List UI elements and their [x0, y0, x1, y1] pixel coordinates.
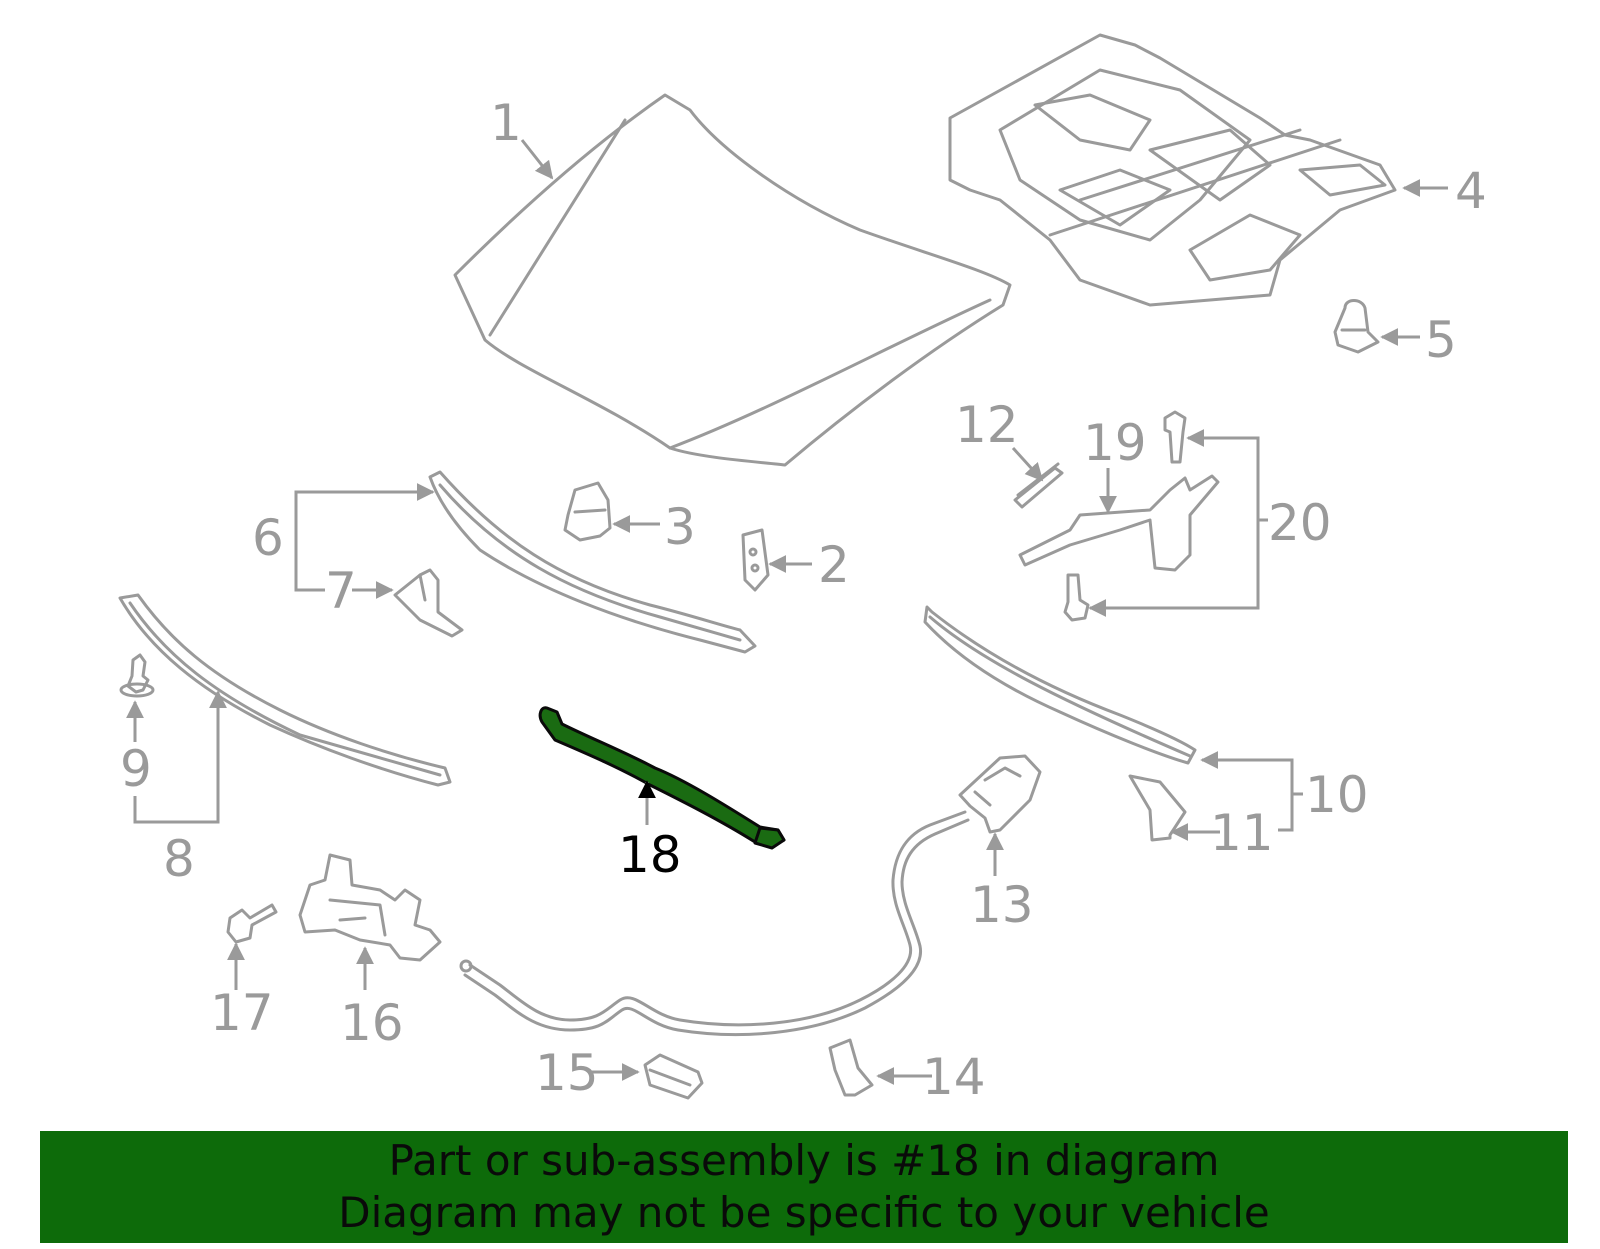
callout-19: 19: [1083, 414, 1147, 472]
callout-9: 9: [120, 740, 152, 798]
part-6-front-seal: [428, 470, 757, 654]
part-10-seal-right: [923, 605, 1197, 765]
callout-8: 8: [163, 830, 195, 888]
part-16-latch: [298, 853, 442, 962]
part-11-bracket: [1128, 774, 1187, 842]
callout-4: 4: [1455, 162, 1487, 220]
part-1-hood: [453, 93, 1012, 467]
callout-14: 14: [922, 1048, 986, 1106]
part-15-bumper-block: [643, 1053, 704, 1100]
part-7-seal-bracket: [393, 568, 464, 638]
callout-18: 18: [618, 826, 682, 884]
callout-3: 3: [664, 498, 696, 556]
part-18-prop-rod: [538, 706, 786, 850]
info-banner: Part or sub-assembly is #18 in diagram D…: [40, 1131, 1568, 1243]
callout-12: 12: [955, 396, 1019, 454]
banner-line-disclaimer: Diagram may not be specific to your vehi…: [338, 1188, 1270, 1237]
part-12-pad: [1013, 462, 1064, 509]
callout-5: 5: [1425, 311, 1457, 369]
callout-11: 11: [1210, 804, 1274, 862]
release-cable: [459, 810, 970, 1037]
callout-17: 17: [210, 984, 274, 1042]
banner-line-part: Part or sub-assembly is #18 in diagram: [388, 1136, 1220, 1185]
callout-2: 2: [818, 536, 850, 594]
callout-16: 16: [340, 994, 404, 1052]
part-17-bolt: [226, 903, 278, 944]
part-14-cable-clip: [828, 1038, 874, 1097]
callout-15: 15: [535, 1044, 599, 1102]
part-9-clip: [119, 653, 155, 698]
part-13-release-handle: [958, 754, 1042, 834]
part-8-seal-left: [118, 593, 452, 787]
callout-10: 10: [1305, 766, 1369, 824]
callout-13: 13: [970, 876, 1034, 934]
callout-1: 1: [490, 94, 522, 152]
part-5-clip: [1333, 299, 1380, 354]
part-20-bolts: [1063, 410, 1187, 622]
callout-6: 6: [252, 509, 284, 567]
part-4-hood-insulator: [948, 33, 1397, 307]
part-3-bumper: [563, 481, 612, 542]
callout-7: 7: [325, 562, 357, 620]
part-2-bracket: [741, 528, 770, 592]
part-19-hinge: [1018, 474, 1220, 572]
leader-lines: [126, 139, 1448, 1085]
callout-20: 20: [1268, 494, 1332, 552]
